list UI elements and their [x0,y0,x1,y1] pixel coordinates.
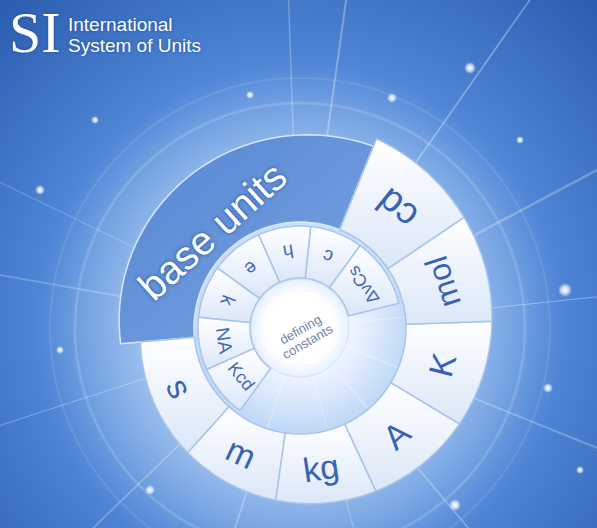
sparkle [35,185,45,195]
sparkle [246,91,254,99]
wedge-shape [305,227,360,288]
sparkle [543,383,553,393]
sparkle [387,93,397,103]
sparkle [576,466,584,474]
halo-ring [75,103,525,528]
unit-segment: m [185,404,288,503]
unit-symbol: kg [301,448,342,487]
wedge-shape [199,268,260,323]
logo-title: International System of Units [68,15,238,57]
sparkles [35,62,584,511]
sparkle [145,485,155,495]
label-holder: SI [9,4,61,62]
sparkle [56,346,64,354]
unit-segment: K [388,319,494,426]
center-circle [251,279,349,377]
constant-symbol: NA [212,326,235,355]
sparkle [464,62,476,74]
wedge-shape [207,348,271,410]
halo-ring [50,78,550,528]
sparkle [558,283,572,297]
light-ray [0,328,300,528]
sparkle [91,116,99,124]
sparkle [449,499,461,511]
logo-letters: SI [9,4,61,62]
wedge-shape [188,407,286,500]
title-holder: International System of Units [68,15,238,57]
constant-symbol: h [281,242,294,262]
sparkle [516,136,524,144]
constant-segment: Kcd [204,346,273,413]
wedge-shape [391,321,492,424]
